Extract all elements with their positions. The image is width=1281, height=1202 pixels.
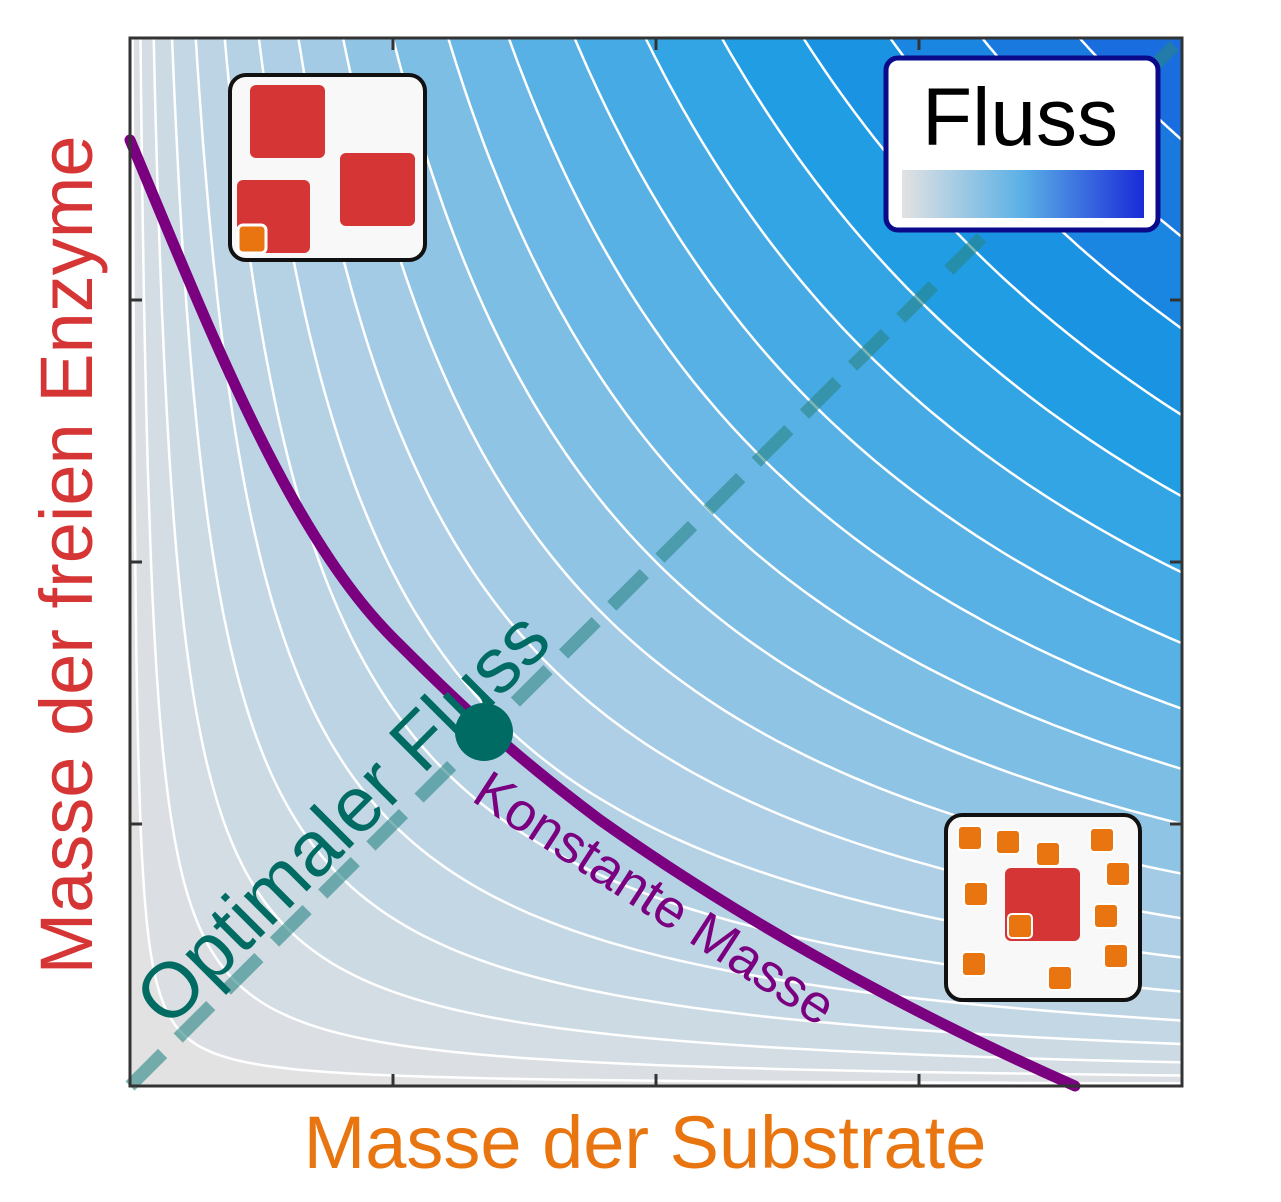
substrate-square	[1007, 913, 1033, 939]
optimum-point	[455, 703, 513, 761]
substrate-square	[1103, 943, 1129, 969]
substrate-square	[1105, 861, 1131, 887]
substrate-inset	[944, 813, 1142, 1002]
substrate-square	[1047, 965, 1073, 991]
axis-ticks	[130, 38, 1182, 1086]
y-axis-label: Masse der freien Enzyme	[25, 135, 108, 974]
substrate-square	[1093, 903, 1119, 929]
enzyme-inset	[228, 73, 427, 262]
legend-colorbar	[902, 170, 1144, 218]
legend-label: Fluss	[922, 72, 1118, 163]
substrate-square	[1035, 841, 1061, 867]
x-axis-label: Masse der Substrate	[304, 1101, 987, 1184]
legend: Fluss	[883, 55, 1161, 233]
substrate-square	[995, 829, 1021, 855]
contour-band	[1191, 0, 1281, 29]
substrate-square	[957, 825, 983, 851]
substrate-square	[961, 951, 987, 977]
substrate-square	[963, 881, 989, 907]
contour-line	[1191, 0, 1281, 29]
substrate-square	[1089, 827, 1115, 853]
